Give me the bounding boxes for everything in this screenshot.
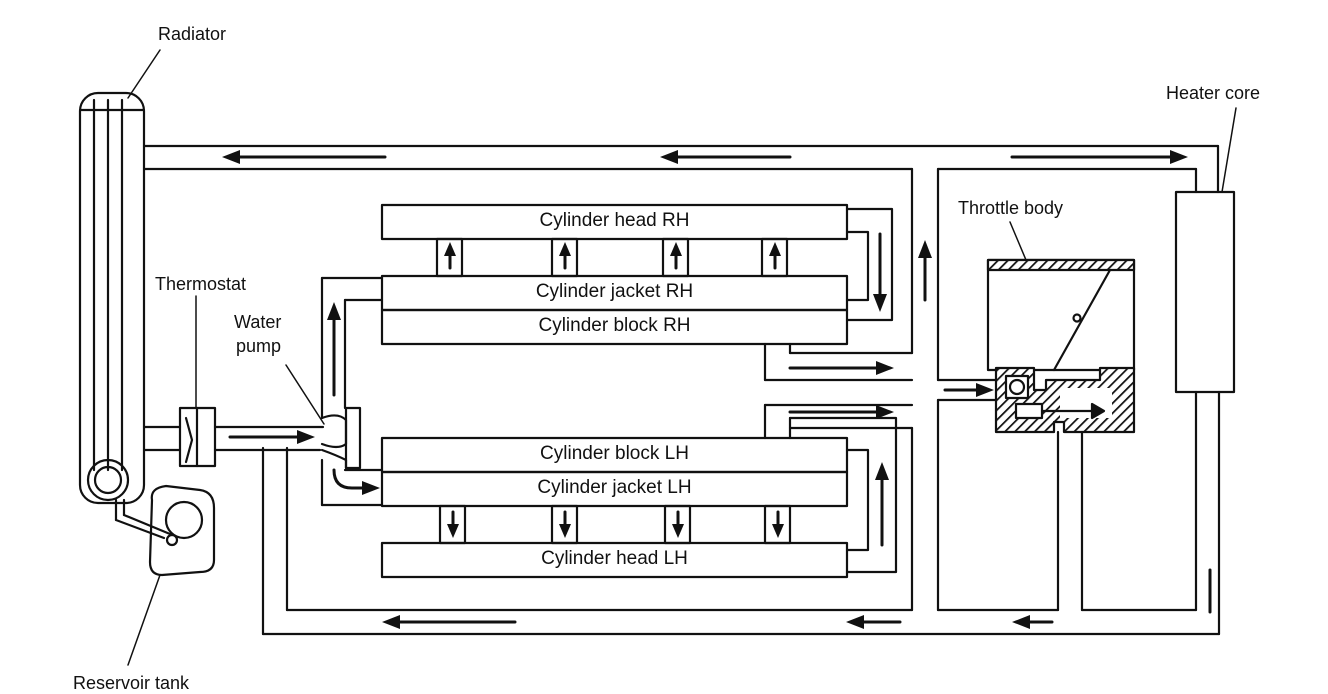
water-pump-label-line2: pump xyxy=(236,336,282,356)
radiator-label: Radiator xyxy=(158,24,227,44)
flow-arrow-up xyxy=(559,242,571,270)
thermostat xyxy=(142,406,217,468)
reservoir-tank xyxy=(114,484,216,577)
lh-passages xyxy=(438,504,792,545)
radiator-return-hose xyxy=(142,144,1220,194)
flow-arrow-left xyxy=(382,615,517,629)
heater-core xyxy=(1174,190,1236,394)
flow-arrow-down xyxy=(873,232,887,312)
water-pump xyxy=(320,276,384,507)
flow-arrow-down xyxy=(447,510,459,538)
flow-arrow-left xyxy=(660,150,792,164)
cylinder-block-rh-label: Cylinder block RH xyxy=(538,315,691,336)
cylinder-block-lh-label: Cylinder block LH xyxy=(540,443,689,464)
throttle-body-label: Throttle body xyxy=(958,198,1064,218)
flow-arrow-right xyxy=(332,468,380,495)
flow-arrow-up xyxy=(670,242,682,270)
flow-arrow-down xyxy=(559,510,571,538)
flow-arrow-left xyxy=(1012,615,1054,629)
flow-arrow-up xyxy=(327,302,341,397)
rh-head-outlet xyxy=(763,207,914,382)
flow-arrow-right xyxy=(1010,150,1188,164)
flow-arrow-left xyxy=(846,615,902,629)
heater-core-leader-line xyxy=(1221,107,1237,193)
cylinder-jacket-rh-label: Cylinder jacket RH xyxy=(535,281,694,302)
thermostat-label: Thermostat xyxy=(155,274,247,294)
flow-arrow-up xyxy=(769,242,781,270)
cylinder-head-lh xyxy=(380,541,849,579)
cylinder-head-lh-label: Cylinder head LH xyxy=(541,548,688,569)
reservoir-tank-leader-line xyxy=(127,574,161,666)
radiator-leader-line xyxy=(127,49,161,99)
cylinder-jacket-lh-label: Cylinder jacket LH xyxy=(537,477,692,498)
lower-return-hose xyxy=(261,390,1221,636)
water-pump-leader-line xyxy=(285,364,325,425)
cylinder-head-rh-label: Cylinder head RH xyxy=(539,210,690,231)
flow-arrows xyxy=(222,150,1212,629)
reservoir-tank-label: Reservoir tank xyxy=(73,673,190,693)
throttle-body-leader-line xyxy=(1009,221,1027,261)
water-pump-label-line1: Water xyxy=(234,312,282,332)
cylinder-jacket-lh xyxy=(380,470,849,508)
cylinder-head-rh xyxy=(380,203,849,241)
flow-arrow-left xyxy=(222,150,387,164)
cylinder-block-rh xyxy=(380,308,849,346)
throttle-body xyxy=(936,258,1136,612)
rh-passages xyxy=(435,237,789,278)
heater-core-label: Heater core xyxy=(1166,83,1261,103)
flow-arrow-up xyxy=(444,242,456,270)
radiator xyxy=(78,91,146,505)
lh-head-outlet xyxy=(763,403,914,574)
flow-arrow-up xyxy=(918,240,932,302)
flow-arrow-right xyxy=(228,430,315,444)
flow-arrow-down xyxy=(772,510,784,538)
flow-arrow-right xyxy=(943,383,994,397)
flow-arrow-up xyxy=(875,462,889,547)
flow-arrow-right xyxy=(788,405,894,419)
rh-bypass-hose xyxy=(788,167,940,382)
flow-arrow-down xyxy=(672,510,684,538)
flow-arrow-right xyxy=(788,361,894,375)
